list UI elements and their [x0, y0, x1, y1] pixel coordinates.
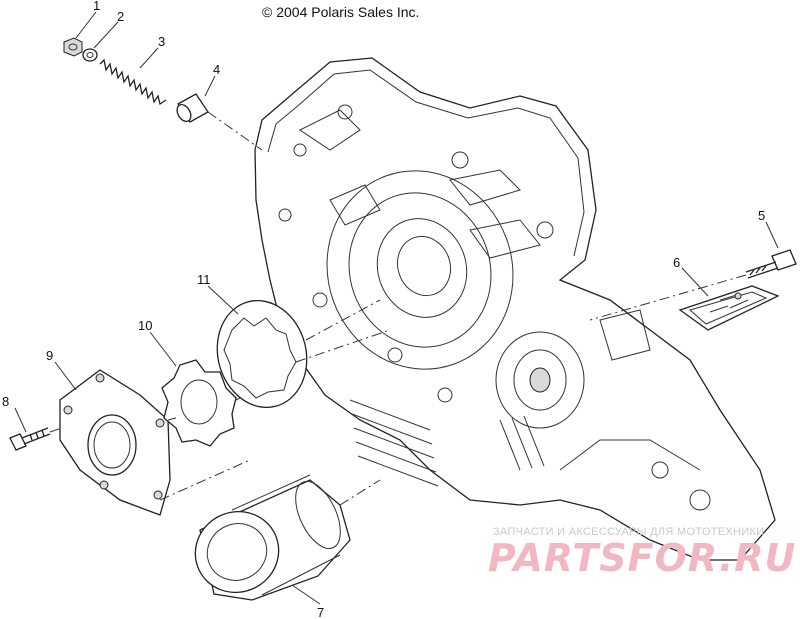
- part-7-oil-filter: [194, 474, 351, 601]
- watermark-subtitle: ЗАПЧАСТИ И АКСЕССУАРЫ ДЛЯ МОТОТЕХНИКИ: [493, 526, 765, 538]
- callout-11: 11: [197, 272, 211, 287]
- callout-labels: 1 2 3 4 5 6 7 8 9 10 11: [2, 0, 765, 619]
- part-10-inner-rotor: [161, 359, 237, 447]
- callout-7: 7: [317, 605, 324, 619]
- callout-4: 4: [213, 62, 220, 77]
- callout-1: 1: [93, 0, 100, 13]
- callout-2: 2: [117, 9, 124, 24]
- callout-8: 8: [2, 394, 9, 409]
- part-5-bolt: [745, 249, 797, 279]
- copyright-text: © 2004 Polaris Sales Inc.: [262, 4, 420, 20]
- watermark-logo: PARTSFOR.RU: [488, 536, 797, 580]
- leader-lines: [14, 11, 779, 605]
- assembly-lines: [49, 111, 747, 506]
- callout-6: 6: [673, 255, 680, 270]
- part-1-nut: [63, 37, 83, 57]
- part-6-screen-plate: [678, 285, 780, 331]
- callout-5: 5: [758, 208, 765, 223]
- part-3-spring: [99, 58, 167, 106]
- callout-9: 9: [46, 348, 53, 363]
- part-9-cover-plate: [59, 369, 171, 516]
- part-4-plunger: [176, 93, 209, 123]
- part-8-bolt: [9, 427, 51, 451]
- callout-10: 10: [138, 318, 152, 333]
- callout-3: 3: [158, 34, 165, 49]
- part-2-washer: [82, 48, 98, 62]
- part-11-outer-rotor: [216, 299, 308, 409]
- crankcase-cover: [254, 57, 776, 561]
